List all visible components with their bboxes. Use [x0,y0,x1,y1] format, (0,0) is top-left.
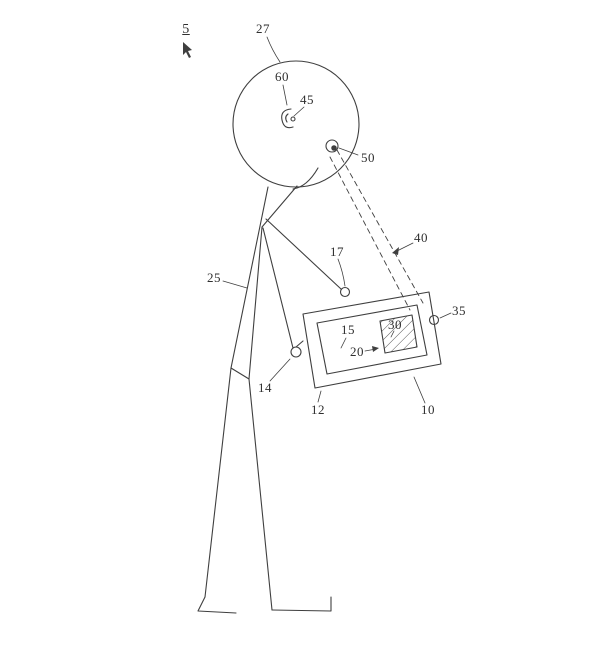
left-foot [197,596,237,614]
leader-lines [222,36,452,404]
head-circle [232,60,360,188]
eye-sensor-circle [325,139,339,153]
ref-label-30-content-region: 30 [388,317,402,332]
leader-50 [338,147,359,156]
hand-thumb [295,340,304,348]
ref-label-60-ear: 60 [275,69,289,84]
front-torso-line [248,226,263,380]
strap-line [265,218,342,290]
ref-label-25-body: 25 [207,270,221,285]
ref-label-35-side-button: 35 [452,303,466,318]
screen-content-region [379,314,418,354]
leader-12 [317,390,322,403]
figure-number-label: 5 [182,22,190,37]
leader-arrowheads [372,247,399,352]
arm-line [262,227,294,349]
hand-circle [290,346,302,358]
leader-17 [337,258,346,287]
ref-label-14-hand: 14 [258,380,272,395]
ref-label-15-screen: 15 [341,322,355,337]
ref-label-27-head: 27 [256,21,270,36]
back-line [230,186,269,369]
strap-mount-circle [339,286,351,298]
leader-45 [293,106,305,117]
ear-inner [285,113,289,123]
leader-30 [390,330,395,338]
earpiece-dot [290,116,296,122]
ref-label-12-device-edge: 12 [311,402,325,417]
leader-35 [439,312,452,319]
leader-15 [340,337,347,349]
leader-27 [266,36,281,63]
left-leg [204,367,232,598]
ref-label-45-earpiece: 45 [300,92,314,107]
ref-label-20-content: 20 [350,344,364,359]
ref-label-40-gaze-lines: 40 [414,230,428,245]
device-outer-frame [302,291,442,389]
ear-outline [281,108,294,129]
right-foot [271,596,332,612]
device-screen [316,304,428,375]
leader-25 [222,280,248,289]
cursor-icon [183,42,192,58]
leader-10 [413,376,426,404]
gaze-dashed-lines [329,149,424,311]
eye-sensor-pupil [331,145,337,151]
side-button-circle [428,314,440,326]
leader-14 [269,358,291,382]
ref-label-10-device: 10 [421,402,435,417]
right-leg [248,378,273,611]
leader-60 [282,84,288,106]
ref-label-50-eye-sensor: 50 [361,150,375,165]
hip-line [230,367,250,380]
ref-label-17-strap-mount: 17 [330,244,344,259]
